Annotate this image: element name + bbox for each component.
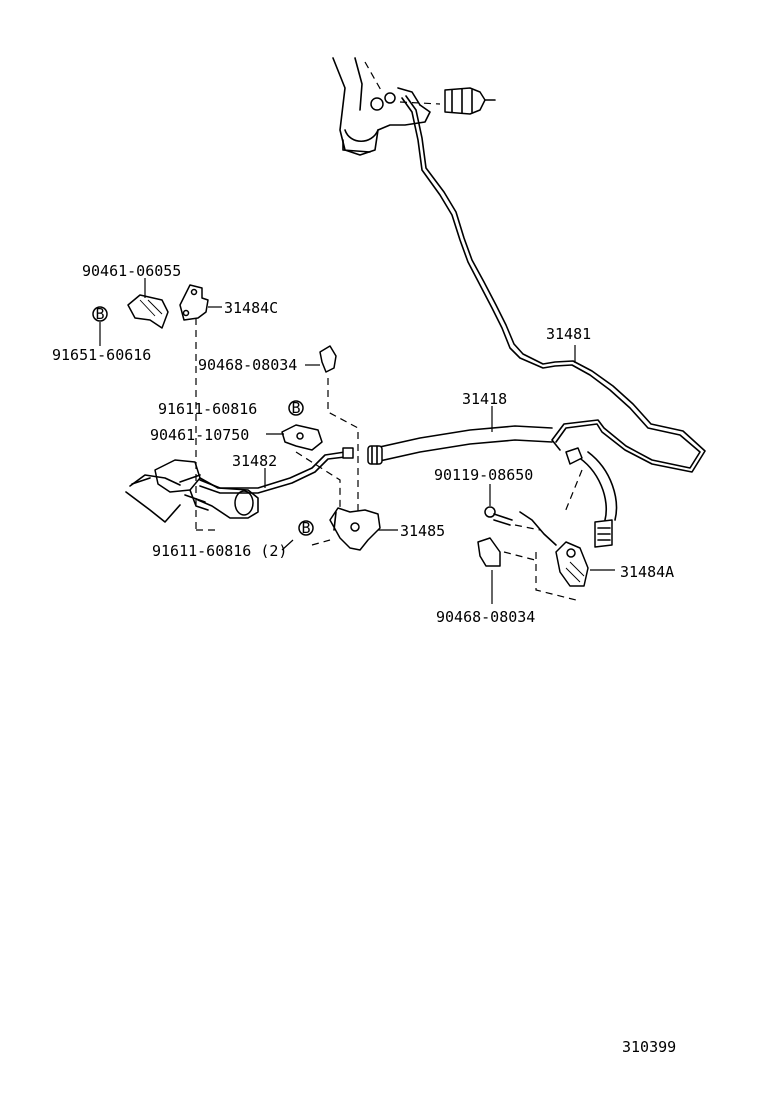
label-91611-60816: 91611-60816 <box>158 400 257 418</box>
clip-90468-08034-top <box>319 345 337 373</box>
clutch-tube-31481 <box>401 97 701 469</box>
label-90461-10750: 90461-10750 <box>150 426 249 444</box>
bolt-marker-circle-2 <box>288 400 304 416</box>
label-31484A: 31484A <box>620 563 674 581</box>
label-91611-60816-2: 91611-60816 (2) <box>152 542 287 560</box>
bolt-marker-1: B <box>95 305 104 323</box>
label-31482: 31482 <box>232 452 277 470</box>
label-31418: 31418 <box>462 390 507 408</box>
clamp-90461-06055 <box>127 294 169 329</box>
label-90119-08650: 90119-08650 <box>434 466 533 484</box>
label-90468-08034-bottom: 90468-08034 <box>436 608 535 626</box>
label-91651-60616: 91651-60616 <box>52 346 151 364</box>
label-31481: 31481 <box>546 325 591 343</box>
label-90461-06055: 90461-06055 <box>82 262 181 280</box>
bolt-marker-circle-3 <box>298 520 314 536</box>
label-90468-08034-top: 90468-08034 <box>198 356 297 374</box>
label-31485: 31485 <box>400 522 445 540</box>
label-31484C: 31484C <box>224 299 278 317</box>
bolt-marker-circle-1 <box>92 306 108 322</box>
bolt-marker-2: B <box>291 399 300 417</box>
diagram-number: 310399 <box>622 1038 676 1056</box>
clip-90468-08034-bottom <box>477 537 501 567</box>
flexible-hose-31418 <box>367 425 618 548</box>
bolt-marker-3: B <box>301 519 310 537</box>
master-cylinder <box>332 57 496 156</box>
bolt-90119-08650 <box>484 506 513 526</box>
